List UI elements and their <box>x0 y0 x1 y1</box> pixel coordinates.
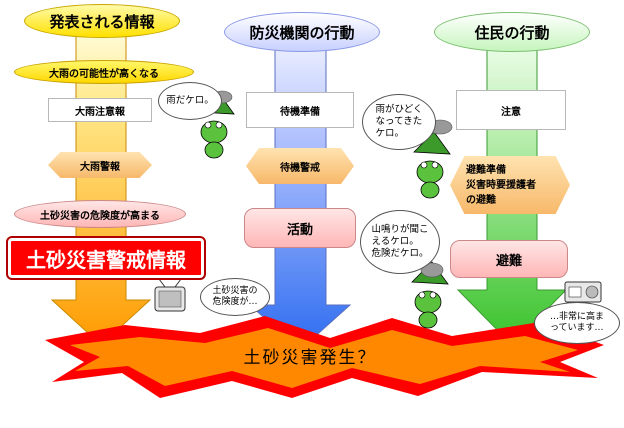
agency-item-standby-prep: 待機準備 <box>246 92 354 128</box>
residents-item-evacuate: 避難 <box>450 240 568 278</box>
info-column-title: 発表される情報 <box>24 4 180 38</box>
info-item-heavy-rain-advisory: 大雨注意報 <box>48 98 152 122</box>
frog1-speech-bubble: 雨だケロ。 <box>158 82 222 120</box>
residents-column-title: 住民の行動 <box>434 12 590 52</box>
agency-item-activity: 活動 <box>244 208 356 248</box>
info-item-heavy-rain-warning: 大雨警報 <box>48 152 152 178</box>
residents-item-evacuation-prep: 避難準備 災害時要援護者 の避難 <box>450 156 570 214</box>
frog3-speech-bubble: 山鳴りが聞こ えるケロ。 危険だケロ。 <box>360 210 440 274</box>
info-item-heavy-rain-likely: 大雨の可能性が高くなる <box>14 60 194 84</box>
radio-speech-bubble: …非常に高ま っています… <box>534 302 620 344</box>
disaster-burst-inner <box>70 328 578 388</box>
radio-icon <box>564 281 602 303</box>
frog2-speech-bubble: 雨がひどく なってきた ケロ。 <box>362 94 436 150</box>
disaster-label: 土砂災害発生？ <box>243 347 377 368</box>
tv-icon <box>154 278 186 312</box>
residents-item-caution: 注意 <box>456 90 566 130</box>
frog-umbrella-2 <box>413 131 451 199</box>
info-item-risk-rising: 土砂災害の危険度が高まる <box>14 200 186 228</box>
agency-item-standby-alert: 待機警戒 <box>246 148 354 184</box>
info-item-landslide-alert: 土砂災害警戒情報 <box>6 236 206 280</box>
agency-column-title: 防災機関の行動 <box>224 12 380 52</box>
tv-speech-bubble: 土砂災害の 危険度が… <box>200 278 270 316</box>
